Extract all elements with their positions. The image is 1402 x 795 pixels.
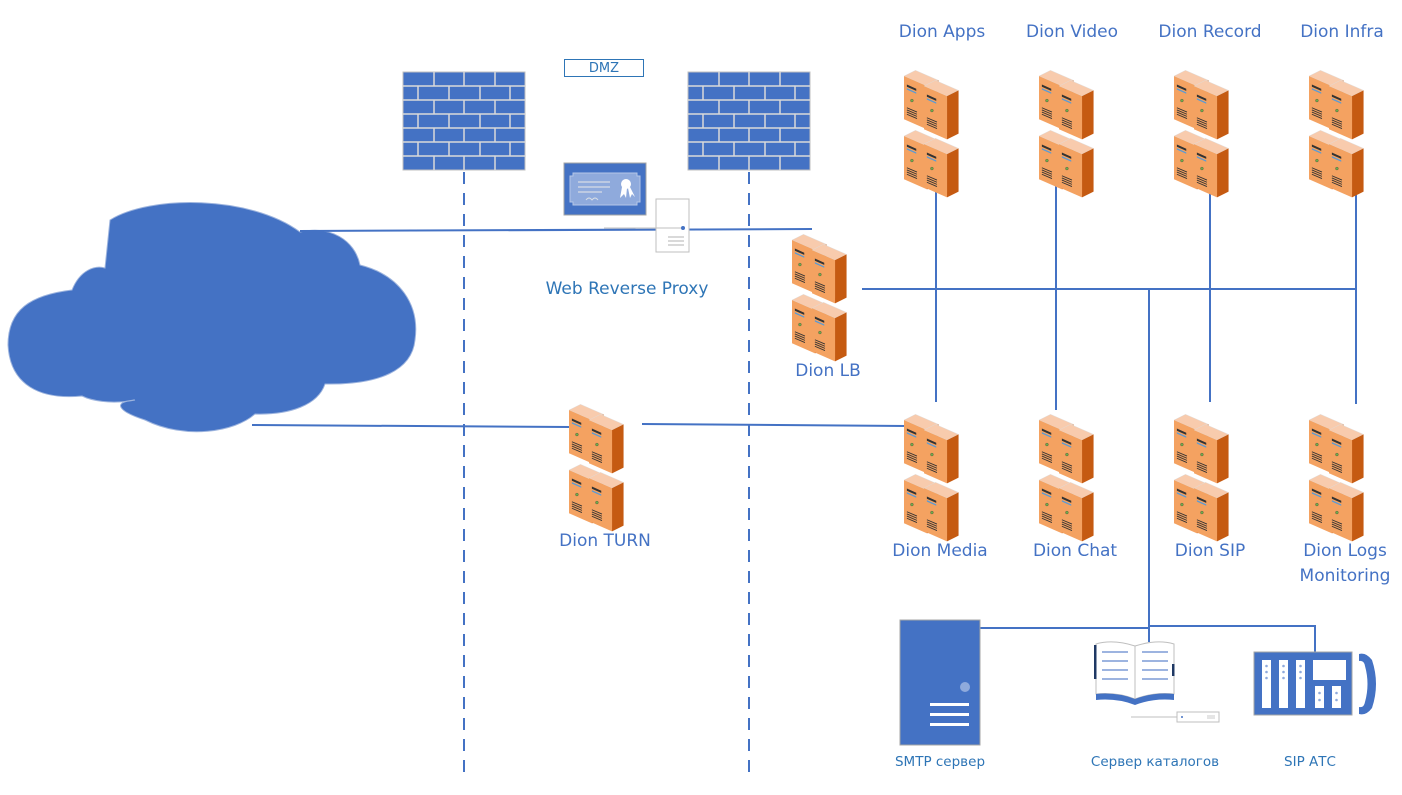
dion-turn-label: Dion TURN	[559, 531, 651, 551]
tower-server-icon	[899, 619, 981, 746]
dion-record-label: Dion Record	[1158, 22, 1262, 42]
server-cluster-icon	[1174, 70, 1229, 197]
dion-logs-label: Dion Logs	[1303, 541, 1387, 561]
dmz-zone-label: DMZ	[564, 59, 644, 77]
firewall-icon	[402, 71, 526, 171]
server-cluster-icon	[1309, 414, 1364, 541]
catalog-server-label: Сервер каталогов	[1090, 754, 1220, 770]
dion-video-label: Dion Video	[1025, 22, 1119, 42]
web-reverse-proxy-label: Web Reverse Proxy	[545, 279, 709, 299]
dion-logs-label-line2: Monitoring	[1299, 566, 1391, 586]
server-cluster-icon	[1174, 414, 1229, 541]
dion-sip-label: Dion SIP	[1174, 541, 1246, 561]
dion-lb-label: Dion LB	[795, 361, 861, 381]
dion-infra-label: Dion Infra	[1300, 22, 1384, 42]
firewall-icon	[687, 71, 811, 171]
server-cluster-icon	[1039, 70, 1094, 197]
server-cluster-icon	[1309, 70, 1364, 197]
dion-apps-label: Dion Apps	[898, 22, 986, 42]
dion-chat-label: Dion Chat	[1032, 541, 1118, 561]
directory-book-icon	[1094, 641, 1220, 723]
server-cluster-icon	[569, 404, 624, 531]
sip-pbx-label: SIP АТС	[1284, 754, 1336, 770]
connection-lines	[251, 176, 1357, 652]
certificate-icon	[563, 162, 647, 216]
proxy-document-icon	[604, 198, 690, 253]
server-cluster-icon	[904, 414, 959, 541]
dion-media-label: Dion Media	[892, 541, 988, 561]
server-cluster-icon	[1039, 414, 1094, 541]
server-cluster-icon	[904, 70, 959, 197]
pbx-phone-icon	[1253, 651, 1376, 716]
server-cluster-icon	[792, 234, 847, 361]
smtp-server-label: SMTP сервер	[894, 754, 986, 770]
cloud-icon	[7, 202, 417, 433]
